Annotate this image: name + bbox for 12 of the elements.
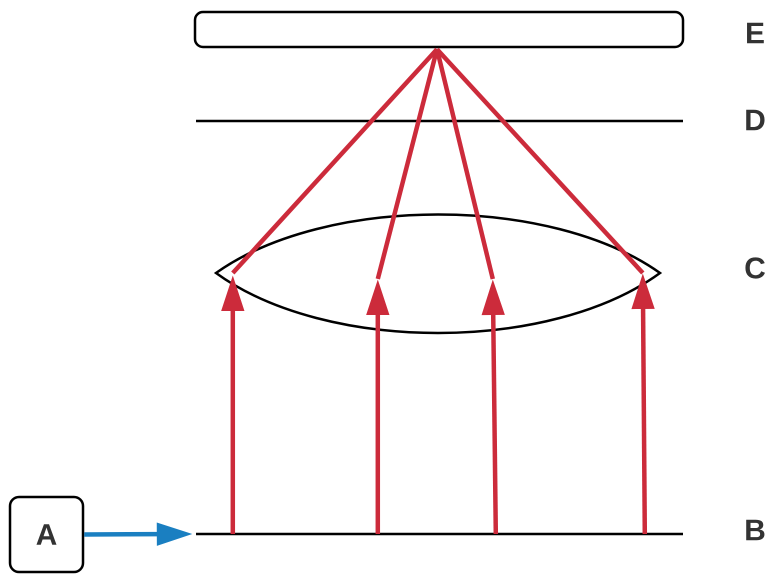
part-label: D xyxy=(746,110,765,130)
ray-line xyxy=(435,48,644,275)
label-box: A xyxy=(8,496,84,574)
part-label: E xyxy=(747,22,764,44)
part-label: C xyxy=(745,257,765,279)
ray-line xyxy=(376,48,440,280)
ray-line xyxy=(434,48,495,280)
part-label: B xyxy=(746,520,764,540)
horizontal-line xyxy=(196,532,683,536)
lens xyxy=(214,213,662,334)
rounded-box xyxy=(194,10,684,48)
ray-line xyxy=(231,48,439,275)
